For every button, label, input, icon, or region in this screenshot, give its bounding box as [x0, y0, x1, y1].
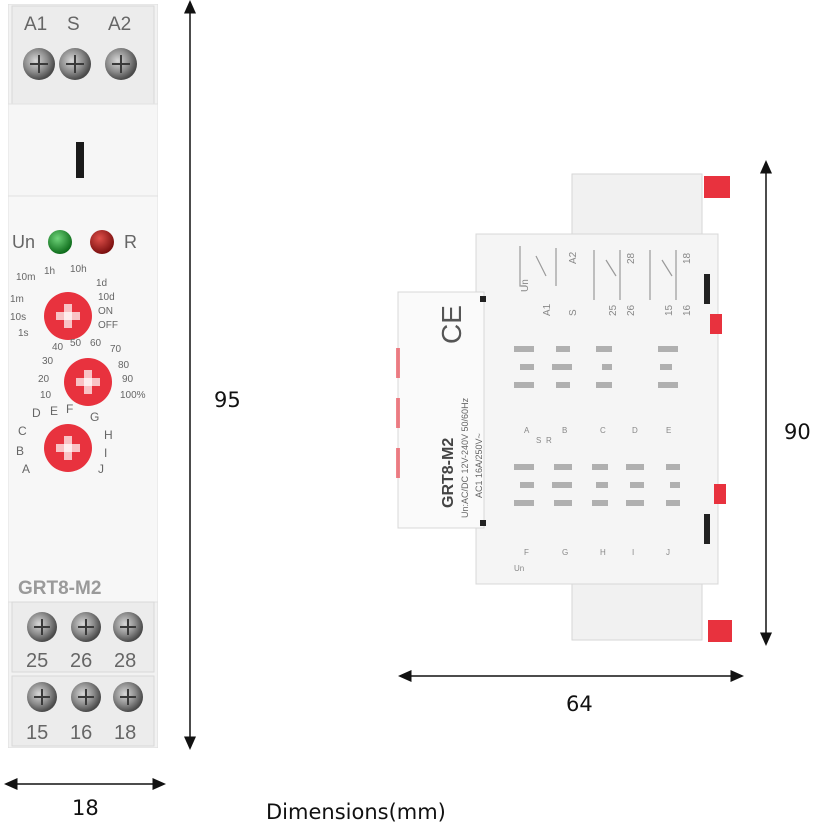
dial1-label: 10h [70, 264, 87, 275]
side-width-value: 64 [566, 692, 593, 716]
function-letter: Un [514, 564, 525, 573]
function-letter: S [536, 436, 542, 445]
dial1-label: 1s [18, 328, 29, 339]
dial3-label: H [104, 428, 113, 442]
din-clip-top [704, 176, 730, 198]
terminal-label-a2: A2 [108, 14, 132, 35]
dial2-label: 20 [38, 374, 50, 385]
dial3-label: F [66, 402, 74, 416]
dial1-label: 1h [44, 266, 56, 277]
dial1-label: ON [98, 306, 113, 317]
front-view-drawing [8, 4, 158, 748]
function-letter: E [666, 426, 672, 435]
din-clip-upper [710, 314, 722, 334]
led-label-r: R [124, 232, 137, 252]
function-letter: D [632, 426, 638, 435]
din-clip-lower [714, 484, 726, 504]
din-clip-bottom [708, 620, 732, 642]
timing-charts-middle [514, 346, 678, 388]
terminal-label-s: S [67, 14, 80, 35]
dial3-label: C [18, 424, 27, 438]
dial1-label: 10d [98, 292, 115, 303]
terminal-label-a1: A1 [24, 14, 48, 35]
dial2-label: 10 [40, 390, 52, 401]
function-letter: H [600, 548, 606, 557]
side-view-relay: CE GRT8-M2 Un:AC/DC 12V-240V 50/60Hz AC1… [396, 168, 740, 648]
model-label-front: GRT8-M2 [18, 578, 102, 599]
timing-charts-lower [514, 464, 680, 506]
function-letter: F [524, 548, 529, 557]
dial2-label: 30 [42, 356, 54, 367]
dial3-label: A [22, 462, 31, 476]
terminal-label-25: 25 [26, 650, 49, 672]
dial3-label: G [90, 410, 100, 424]
function-select-dial[interactable] [44, 424, 92, 472]
dial1-label: OFF [98, 320, 118, 331]
dial3-label: B [16, 444, 25, 458]
function-letter: R [546, 436, 552, 445]
front-width-value: 18 [72, 796, 99, 820]
wiring-diagram-upper [519, 246, 677, 300]
dial2-label: 70 [110, 344, 122, 355]
terminal-label-28: 28 [114, 650, 137, 672]
dial2-label: 50 [70, 338, 82, 349]
function-letter: B [562, 426, 568, 435]
time-range-dial[interactable] [44, 292, 92, 340]
r-led-indicator [90, 230, 114, 254]
dial2-label: 100% [120, 390, 146, 401]
terminal-label-26: 26 [70, 650, 93, 672]
function-letter: C [600, 426, 606, 435]
dial3-label: I [104, 446, 108, 460]
dimensions-caption: Dimensions(mm) [266, 800, 446, 824]
dial3-label: J [98, 462, 104, 476]
function-letter: I [632, 548, 635, 557]
side-view-drawing [396, 173, 732, 642]
dial2-label: 80 [118, 360, 130, 371]
side-height-value: 90 [784, 420, 811, 444]
dial1-label: 1m [10, 294, 24, 305]
front-height-value: 95 [214, 388, 241, 412]
function-letter: J [666, 548, 670, 557]
din-latch-slot [76, 142, 84, 178]
dial1-label: 10m [16, 272, 36, 283]
terminal-label-18: 18 [114, 722, 137, 744]
front-view-relay: A1 S A2 Un R 10m 1h 10h 1d 10d ON OFF 1s… [8, 4, 158, 748]
terminal-label-16: 16 [70, 722, 93, 744]
dial2-label: 60 [90, 338, 102, 349]
dial2-label: 90 [122, 374, 134, 385]
dial3-label: E [50, 404, 59, 418]
un-led-indicator [48, 230, 72, 254]
function-letter: A [524, 426, 530, 435]
led-label-un: Un [12, 232, 36, 252]
dial1-label: 1d [96, 278, 108, 289]
dial2-label: 40 [52, 342, 64, 353]
dial3-label: D [32, 406, 41, 420]
percentage-dial[interactable] [64, 358, 112, 406]
terminal-label-15: 15 [26, 722, 49, 744]
function-letter: G [562, 548, 569, 557]
dial1-label: 10s [10, 312, 27, 323]
